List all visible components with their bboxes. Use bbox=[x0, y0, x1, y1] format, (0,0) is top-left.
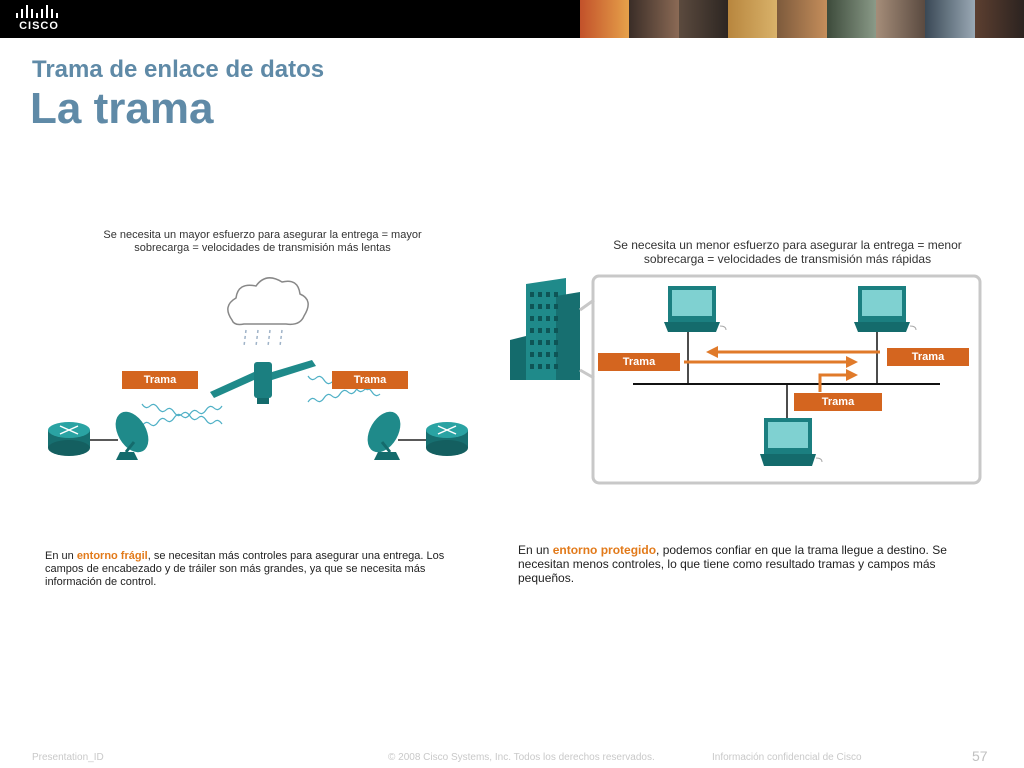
frame-arrows bbox=[684, 346, 880, 392]
left-caption-line2: sobrecarga = velocidades de transmisión … bbox=[134, 242, 391, 254]
computer-bottom-icon bbox=[760, 418, 823, 466]
left-desc-line1-rest: , se necesitan más controles para asegur… bbox=[147, 550, 445, 562]
footer-presentation-id: Presentation_ID bbox=[32, 752, 104, 763]
right-caption: Se necesita un menor esfuerzo para asegu… bbox=[600, 238, 975, 266]
left-description: En un entorno frágil, se necesitan más c… bbox=[45, 550, 465, 589]
footer-confidential: Información confidencial de Cisco bbox=[712, 752, 862, 763]
satellite-dish-left-icon bbox=[115, 411, 149, 460]
left-desc-prefix: En un bbox=[45, 550, 77, 562]
router-right-icon bbox=[426, 422, 468, 456]
right-desc-line3: pequeños. bbox=[518, 571, 575, 585]
left-desc-line2: campos de encabezado y de tráiler son má… bbox=[45, 563, 426, 575]
satellite-dish-right-icon bbox=[367, 411, 401, 460]
right-caption-line1: Se necesita un menor esfuerzo para asegu… bbox=[613, 238, 962, 252]
computer-right-icon bbox=[854, 286, 917, 332]
logo-text: CISCO bbox=[19, 20, 59, 32]
footer-copyright: © 2008 Cisco Systems, Inc. Todos los der… bbox=[388, 752, 655, 763]
left-desc-line3: información de control. bbox=[45, 576, 157, 588]
page-number: 57 bbox=[972, 748, 988, 764]
left-frame-label-right: Trama bbox=[332, 371, 408, 389]
cisco-logo: CISCO bbox=[14, 4, 64, 34]
right-desc-highlight: entorno protegido bbox=[552, 543, 657, 557]
header-bar: CISCO bbox=[0, 0, 1024, 38]
right-desc-line2: necesitan menos controles, lo que tiene … bbox=[518, 557, 936, 571]
router-left-icon bbox=[48, 422, 90, 456]
computer-left-icon bbox=[664, 286, 727, 332]
cloud-icon bbox=[227, 277, 309, 347]
building-icon bbox=[510, 278, 580, 380]
left-caption-line1: Se necesita un mayor esfuerzo para asegu… bbox=[103, 229, 422, 241]
right-frame-label-bottom: Trama bbox=[794, 393, 882, 411]
left-frame-label-left: Trama bbox=[122, 371, 198, 389]
header-photo-strip bbox=[580, 0, 1024, 38]
right-desc-prefix: En un bbox=[518, 543, 553, 557]
right-frame-label-left: Trama bbox=[598, 353, 680, 371]
satellite-icon bbox=[210, 360, 316, 404]
right-description: En un entorno protegido, podemos confiar… bbox=[518, 543, 988, 585]
right-frame-label-right: Trama bbox=[887, 348, 969, 366]
right-desc-line1-rest: , podemos confiar en que la trama llegue… bbox=[656, 543, 947, 557]
left-caption: Se necesita un mayor esfuerzo para asegu… bbox=[90, 229, 435, 255]
cisco-bars-icon bbox=[16, 5, 58, 18]
slide-title: La trama bbox=[30, 84, 214, 133]
right-caption-line2: sobrecarga = velocidades de transmisión … bbox=[643, 252, 932, 266]
left-desc-highlight: entorno frágil bbox=[76, 550, 148, 562]
slide-subtitle: Trama de enlace de datos bbox=[32, 56, 325, 83]
